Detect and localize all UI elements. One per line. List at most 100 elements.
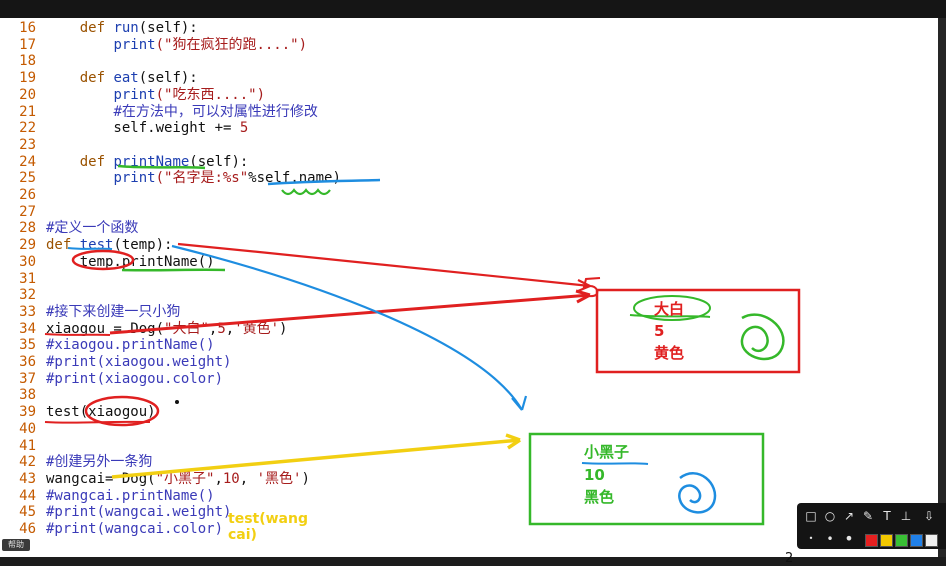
code-token: (self): xyxy=(189,153,249,170)
code-line[interactable]: 26 xyxy=(0,187,46,204)
object-box-wangcai xyxy=(528,432,765,526)
code-line[interactable]: 23 xyxy=(0,137,46,154)
code-token: temp.printName() xyxy=(46,253,215,270)
pin-icon[interactable]: ⊥ xyxy=(900,509,912,523)
underline-dabai xyxy=(629,314,711,318)
code-line[interactable]: 28#定义一个函数 xyxy=(0,220,138,237)
line-number: 18 xyxy=(19,53,36,70)
squiggle-self-name xyxy=(281,188,331,196)
code-token: ) xyxy=(279,320,288,337)
line-number: 33 xyxy=(19,303,36,320)
underline-xiaoheizi xyxy=(581,462,649,465)
rectangle-icon[interactable]: □ xyxy=(805,509,817,523)
code-line[interactable]: 22 self.weight += 5 xyxy=(0,120,248,137)
line-number: 27 xyxy=(19,203,36,220)
cursor-mark xyxy=(175,400,179,404)
code-token: 5 xyxy=(239,120,249,137)
code-line[interactable]: 16 def run(self): xyxy=(0,20,198,37)
code-line[interactable]: 37#print(xiaogou.color) xyxy=(0,371,223,388)
size-large-icon[interactable]: • xyxy=(844,529,854,548)
line-number: 16 xyxy=(19,20,36,36)
arrow-icon[interactable]: ↗ xyxy=(843,509,855,523)
code-line[interactable]: 44 #wangcai.printName() xyxy=(0,487,215,505)
code-text: #创建另外一条狗 xyxy=(36,454,152,471)
text-icon[interactable]: T xyxy=(883,509,891,523)
pen-icon[interactable]: ✎ xyxy=(862,509,874,523)
underline-printName xyxy=(117,164,206,170)
code-token: #print(wangcai.weight) xyxy=(46,504,232,521)
line-number: 43 xyxy=(19,470,36,487)
line-number: 19 xyxy=(19,70,36,87)
code-line[interactable]: 21 #在方法中，可以对属性进行修改 xyxy=(0,104,318,121)
circle-test-xiaogou xyxy=(84,395,160,427)
code-text: #在方法中，可以对属性进行修改 xyxy=(36,104,317,121)
line-number: 44 xyxy=(19,487,36,504)
code-line[interactable]: 31 xyxy=(0,271,46,288)
code-line[interactable]: 45 #print(wangcai.weight) xyxy=(0,504,231,521)
code-token: , xyxy=(214,470,223,487)
code-token: '黑色' xyxy=(256,470,302,487)
code-token: ("名字是:%s" xyxy=(155,170,249,187)
color-swatch[interactable] xyxy=(925,534,938,547)
code-line[interactable]: 35#xiaogou.printName() xyxy=(0,337,215,354)
label-test-wang: test(wang xyxy=(228,511,308,527)
size-small-icon[interactable]: • xyxy=(808,534,814,543)
line-number: 30 xyxy=(19,253,36,270)
code-line[interactable]: 32 xyxy=(0,287,46,304)
code-line[interactable]: 30 temp.printName() xyxy=(0,253,215,271)
color-swatch[interactable] xyxy=(865,534,878,547)
scribble-dog-red xyxy=(740,313,785,361)
ellipse-icon[interactable]: ○ xyxy=(824,509,836,523)
code-line[interactable]: 38 xyxy=(0,387,46,404)
code-line[interactable]: 17 print("狗在疯狂的跑....") xyxy=(0,37,307,54)
code-line[interactable]: 27 xyxy=(0,204,46,221)
line-number: 45 xyxy=(19,504,36,521)
code-text: #接下来创建一只小狗 xyxy=(36,304,180,321)
code-line[interactable]: 41 xyxy=(0,438,46,455)
code-token: def xyxy=(79,20,114,36)
code-line[interactable]: 42#创建另外一条狗 xyxy=(0,454,152,471)
code-token: #print(xiaogou.weight) xyxy=(46,354,232,370)
line-number: 29 xyxy=(19,237,36,254)
code-line[interactable]: 19 def eat(self): xyxy=(0,70,198,87)
code-line[interactable]: 25 print("名字是:%s"%self.name) xyxy=(0,170,341,187)
code-token: (temp): xyxy=(113,237,173,254)
code-token: #接下来创建一只小狗 xyxy=(46,303,181,320)
code-token: #wangcai.printName() xyxy=(46,487,215,504)
status-help-label[interactable]: 帮助 xyxy=(2,539,30,551)
code-token: ("狗在疯狂的跑....") xyxy=(155,36,308,53)
code-line[interactable]: 33 #接下来创建一只小狗 xyxy=(0,304,180,321)
code-text: self.weight += 5 xyxy=(36,120,248,137)
line-number: 42 xyxy=(19,454,36,471)
code-editor[interactable]: 16 def run(self):17 print("狗在疯狂的跑....")1… xyxy=(0,18,938,566)
code-line[interactable]: 46#print(wangcai.color) xyxy=(0,521,223,538)
label-10: 10 xyxy=(584,466,605,484)
blue-arrow-test xyxy=(171,244,523,411)
color-swatch[interactable] xyxy=(895,534,908,547)
code-line[interactable]: 36#print(xiaogou.weight) xyxy=(0,354,231,371)
code-line[interactable]: 18 xyxy=(0,53,46,70)
size-medium-icon[interactable]: • xyxy=(826,532,834,546)
code-text: wangcai= Dog("小黑子",10, '黑色') xyxy=(36,471,310,488)
code-token: , xyxy=(208,320,218,337)
code-line[interactable]: 20 print("吃东西....") xyxy=(0,87,265,104)
code-text: #xiaogou.printName() xyxy=(36,337,215,354)
code-text: #print(xiaogou.weight) xyxy=(36,354,231,371)
underline-test xyxy=(67,247,113,250)
code-token: ) xyxy=(301,470,310,487)
circle-temp xyxy=(71,249,135,271)
download-icon[interactable]: ⇩ xyxy=(923,509,935,523)
code-text: test(xiaogou) xyxy=(36,404,156,421)
code-text: temp.printName() xyxy=(36,254,215,271)
code-token: #xiaogou.printName() xyxy=(46,337,215,354)
color-swatch[interactable] xyxy=(880,534,893,547)
color-swatch[interactable] xyxy=(910,534,923,547)
code-line[interactable]: 24 def printName(self): xyxy=(0,154,248,171)
code-line[interactable]: 40 xyxy=(0,421,46,438)
code-token: print xyxy=(113,36,156,53)
code-token: self.weight += xyxy=(46,120,240,137)
underline-xiaogou xyxy=(44,333,111,336)
